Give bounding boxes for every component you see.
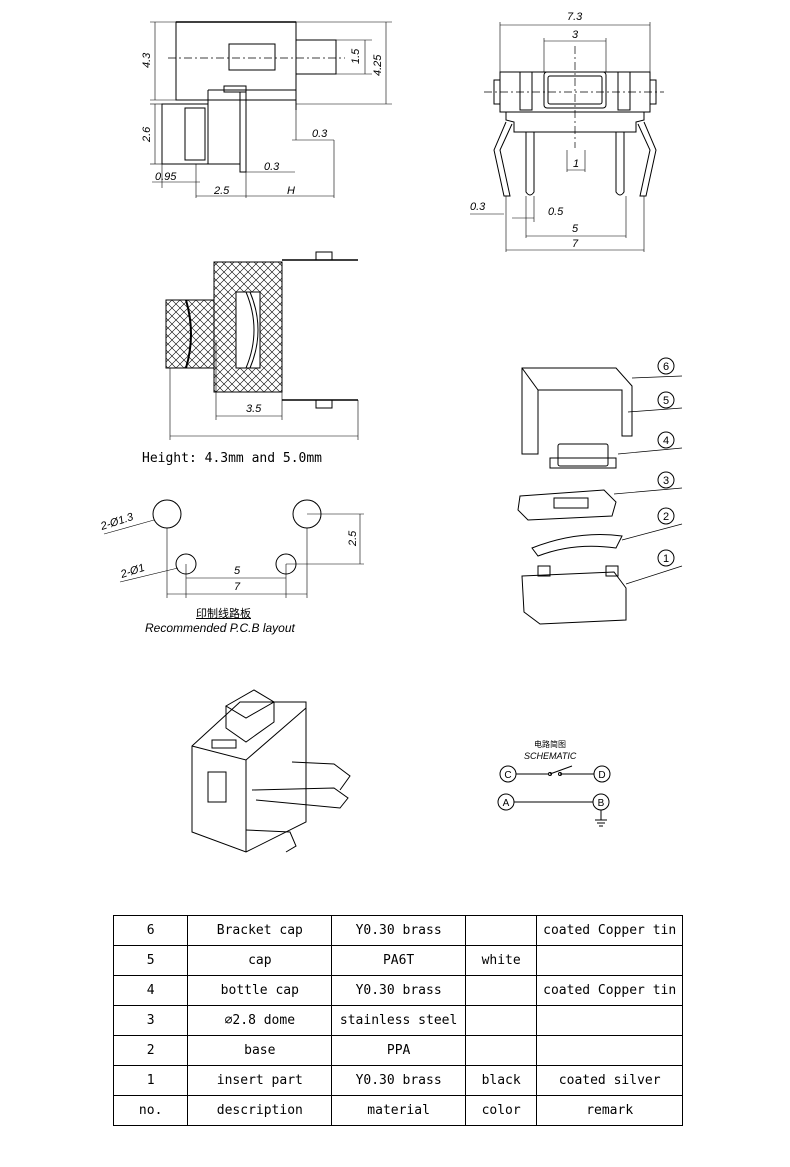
header-description: description [187, 1095, 333, 1126]
dim-label: H [287, 185, 295, 197]
cell-description: base [187, 1035, 333, 1066]
dim-label: 7 [234, 581, 241, 593]
dim-label: 5 [234, 565, 241, 577]
table-row: 3 ⌀2.8 dome stainless steel [112, 1005, 683, 1036]
dim-label: 7.3 [567, 11, 583, 23]
cell-color [464, 915, 538, 946]
cell-remark: coated silver [536, 1065, 683, 1096]
terminal-c: C [504, 770, 511, 781]
table-row: 1 insert part Y0.30 brass black coated s… [112, 1065, 683, 1096]
cell-no: 1 [112, 1065, 189, 1096]
cell-description: bottle cap [187, 975, 333, 1006]
cell-remark: coated Copper tin [536, 915, 683, 946]
section-dim-label: 3.5 [246, 403, 262, 415]
bill-of-materials-table: 6 Bracket cap Y0.30 brass coated Copper … [112, 915, 683, 1126]
front-view-dimension-labels: 7.3 3 1 0.3 0.5 5 7 [470, 11, 583, 250]
terminal-b: B [598, 798, 605, 809]
callout-3: 3 [663, 475, 669, 487]
callout-1: 1 [663, 553, 669, 565]
table-row: 5 cap PA6T white [112, 945, 683, 976]
dim-label: 5 [572, 223, 579, 235]
side-view-drawing [150, 21, 392, 198]
cell-no: 5 [112, 945, 189, 976]
schematic-title-en: SCHEMATIC [524, 751, 577, 761]
cell-material: Y0.30 brass [331, 915, 466, 946]
isometric-view-drawing [191, 689, 351, 853]
pcb-title-en: Recommended P.C.B layout [145, 621, 295, 635]
dim-label: 0.3 [312, 128, 328, 140]
top-view-dimension-labels: 4.3 1.5 4.25 2.6 0.3 0.3 0.95 2.5 H [141, 48, 384, 197]
cell-remark [536, 1005, 683, 1036]
cell-remark [536, 945, 683, 976]
dim-label: 7 [572, 238, 579, 250]
cell-no: 2 [112, 1035, 189, 1066]
cell-color: black [464, 1065, 538, 1096]
header-remark: remark [536, 1095, 683, 1126]
dim-label: 0.3 [470, 201, 486, 213]
dim-label: 2.5 [213, 185, 230, 197]
dim-label: 1.5 [350, 48, 362, 64]
cell-color [464, 1035, 538, 1066]
cell-material: PPA [331, 1035, 466, 1066]
cell-no: 3 [112, 1005, 189, 1036]
cell-description: insert part [187, 1065, 333, 1096]
cell-description: Bracket cap [187, 915, 333, 946]
dim-label: 1 [573, 158, 579, 170]
exploded-view-drawing [517, 357, 683, 625]
table-row: 2 base PPA [112, 1035, 683, 1066]
cell-color [464, 975, 538, 1006]
cell-material: PA6T [331, 945, 466, 976]
cell-no: 6 [112, 915, 189, 946]
cell-description: ⌀2.8 dome [187, 1005, 333, 1036]
header-no: no. [112, 1095, 189, 1126]
section-view-drawing [165, 251, 359, 440]
schematic-title-cn: 电路简图 [534, 740, 566, 749]
pcb-dimension-labels: 2-Ø1.3 2-Ø1 5 7 2.5 [98, 511, 359, 593]
header-material: material [331, 1095, 466, 1126]
terminal-d: D [598, 770, 605, 781]
dim-label: 4.3 [141, 52, 153, 68]
cell-color [464, 1005, 538, 1036]
callout-6: 6 [663, 361, 669, 373]
hole-small-label: 2-Ø1 [118, 562, 146, 581]
pcb-title-cn: 印制线路板 [196, 607, 251, 620]
table-header-row: no. description material color remark [112, 1095, 683, 1126]
dim-label: 2.6 [141, 126, 153, 143]
dim-label: 4.25 [372, 54, 384, 76]
callout-5: 5 [663, 395, 669, 407]
cell-material: Y0.30 brass [331, 1065, 466, 1096]
schematic-drawing [497, 765, 611, 827]
cell-no: 4 [112, 975, 189, 1006]
cell-material: stainless steel [331, 1005, 466, 1036]
pcb-layout-drawing [103, 499, 364, 598]
table-row: 4 bottle cap Y0.30 brass coated Copper t… [112, 975, 683, 1006]
dim-label: 3 [572, 29, 579, 41]
dim-label: 0.5 [548, 206, 564, 218]
callout-2: 2 [663, 511, 669, 523]
cell-color: white [464, 945, 538, 976]
dim-label: 0.3 [264, 161, 280, 173]
front-view-drawing [470, 22, 664, 252]
cell-remark [536, 1035, 683, 1066]
terminal-a: A [503, 798, 510, 809]
dim-label: 2.5 [347, 530, 359, 547]
cell-description: cap [187, 945, 333, 976]
cell-material: Y0.30 brass [331, 975, 466, 1006]
callout-4: 4 [663, 435, 669, 447]
dim-label: 0.95 [155, 171, 177, 183]
exploded-callout-labels: 6 5 4 3 2 1 [663, 361, 669, 565]
schematic-terminal-labels: C D A B [503, 770, 606, 809]
header-color: color [464, 1095, 538, 1126]
table-row: 6 Bracket cap Y0.30 brass coated Copper … [112, 915, 683, 946]
cell-remark: coated Copper tin [536, 975, 683, 1006]
height-note: Height: 4.3mm and 5.0mm [142, 451, 323, 466]
hole-large-label: 2-Ø1.3 [98, 511, 135, 533]
